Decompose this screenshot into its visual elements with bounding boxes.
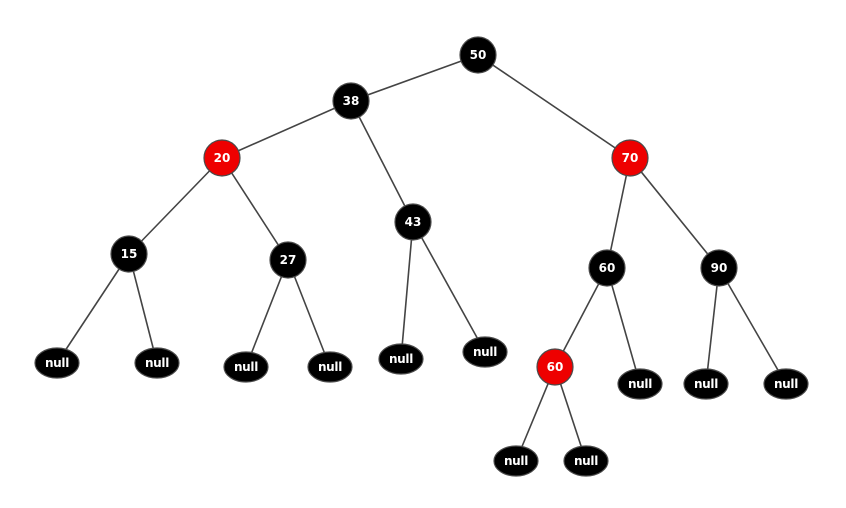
node-label: null xyxy=(45,356,69,370)
tree-node-n27: 27 xyxy=(269,241,307,279)
edge-n15-z2 xyxy=(128,253,158,364)
red-node-shape xyxy=(536,348,574,386)
node-label: 90 xyxy=(711,261,728,275)
edge-n27-z3 xyxy=(245,259,289,368)
null-leaf-z4: null xyxy=(307,351,353,383)
node-label: null xyxy=(628,377,652,391)
null-leaf-z6: null xyxy=(462,336,508,368)
node-label: 60 xyxy=(599,261,616,275)
tree-node-n50: 50 xyxy=(459,36,497,74)
black-node-shape xyxy=(617,368,663,400)
edges-layer xyxy=(56,54,787,462)
tree-node-n20: 20 xyxy=(203,139,241,177)
null-leaf-z7: null xyxy=(617,368,663,400)
edge-n20-n15 xyxy=(128,157,223,255)
edge-n70-n90 xyxy=(629,157,720,269)
node-label: null xyxy=(694,377,718,391)
black-node-shape xyxy=(307,351,353,383)
node-label: 20 xyxy=(214,151,231,165)
null-leaf-z5: null xyxy=(378,343,424,375)
null-leaf-z10: null xyxy=(683,368,729,400)
edge-n90-z11 xyxy=(718,267,787,385)
node-label: null xyxy=(234,360,258,374)
black-node-shape xyxy=(394,203,432,241)
tree-node-n15: 15 xyxy=(110,235,148,273)
node-label: 70 xyxy=(622,151,639,165)
black-node-shape xyxy=(700,249,738,287)
null-leaf-z3: null xyxy=(223,351,269,383)
black-node-shape xyxy=(34,347,80,379)
black-node-shape xyxy=(332,82,370,120)
black-node-shape xyxy=(223,351,269,383)
edge-n50-n38 xyxy=(350,54,479,102)
node-label: null xyxy=(473,345,497,359)
black-node-shape xyxy=(269,241,307,279)
null-leaf-z9: null xyxy=(563,445,609,477)
red-node-shape xyxy=(611,139,649,177)
black-node-shape xyxy=(378,343,424,375)
node-label: 60 xyxy=(547,360,564,374)
edge-n70-n60a xyxy=(606,157,631,269)
null-leaf-z11: null xyxy=(763,368,809,400)
edge-n60a-z7 xyxy=(606,267,641,385)
edge-n38-n43 xyxy=(350,100,414,223)
edge-n20-n27 xyxy=(221,157,289,261)
tree-node-n60b: 60 xyxy=(536,348,574,386)
black-node-shape xyxy=(459,36,497,74)
node-label: 50 xyxy=(470,48,487,62)
edge-n90-z10 xyxy=(705,267,720,385)
tree-node-n70: 70 xyxy=(611,139,649,177)
black-node-shape xyxy=(110,235,148,273)
edge-n50-n70 xyxy=(477,54,631,159)
edge-n38-n20 xyxy=(221,100,352,159)
nodes-layer: 50 38 70 20 43 15 27 60 90 60 null null null null null… xyxy=(34,36,809,477)
node-label: 38 xyxy=(343,94,360,108)
null-leaf-z2: null xyxy=(134,347,180,379)
black-node-shape xyxy=(763,368,809,400)
edge-n15-z1 xyxy=(56,253,130,364)
black-node-shape xyxy=(134,347,180,379)
node-label: 27 xyxy=(280,253,297,267)
tree-node-n60a: 60 xyxy=(588,249,626,287)
edge-n27-z4 xyxy=(287,259,331,368)
node-label: null xyxy=(774,377,798,391)
tree-node-n90: 90 xyxy=(700,249,738,287)
node-label: null xyxy=(574,454,598,468)
null-leaf-z1: null xyxy=(34,347,80,379)
node-label: 43 xyxy=(405,215,422,229)
black-node-shape xyxy=(683,368,729,400)
black-node-shape xyxy=(563,445,609,477)
node-label: null xyxy=(318,360,342,374)
red-node-shape xyxy=(203,139,241,177)
null-leaf-z8: null xyxy=(493,445,539,477)
edge-n43-z5 xyxy=(400,221,414,360)
node-label: null xyxy=(145,356,169,370)
black-node-shape xyxy=(588,249,626,287)
edge-n60a-n60b xyxy=(554,267,608,368)
tree-node-n43: 43 xyxy=(394,203,432,241)
node-label: null xyxy=(389,352,413,366)
edge-n43-z6 xyxy=(412,221,486,353)
tree-node-n38: 38 xyxy=(332,82,370,120)
black-node-shape xyxy=(462,336,508,368)
node-label: 15 xyxy=(121,247,138,261)
node-label: null xyxy=(504,454,528,468)
black-node-shape xyxy=(493,445,539,477)
